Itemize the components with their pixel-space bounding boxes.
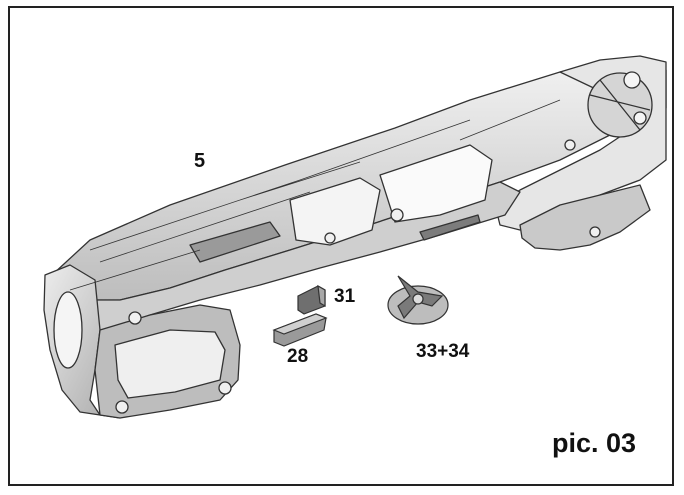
- part-31-drawing: [297, 284, 326, 315]
- rear-hub-hole: [623, 71, 641, 89]
- latch-slot: [419, 214, 481, 241]
- receiver-lower-right-block: [519, 184, 651, 251]
- screw-hole: [324, 232, 336, 244]
- part-33-34-drawing: [387, 275, 449, 325]
- figure-caption: pic. 03: [552, 428, 637, 458]
- part-label-5: 5: [194, 150, 206, 172]
- surface-contour: [69, 99, 561, 291]
- part-label-33-34: 33+34: [416, 341, 470, 362]
- screw-hole: [128, 311, 142, 325]
- rear-hub-hole: [633, 111, 647, 125]
- screw-hole: [564, 139, 576, 151]
- front-bore-opening: [53, 291, 83, 369]
- housing-cutout: [114, 329, 226, 399]
- part-label-31: 31: [334, 286, 356, 307]
- action-opening: [379, 144, 493, 223]
- receiver-part-5: [43, 55, 667, 419]
- part-28-drawing: [272, 313, 328, 347]
- part-label-28: 28: [287, 346, 309, 367]
- screw-hole: [390, 208, 404, 222]
- screw-hole: [589, 226, 601, 238]
- magazine-well-recess: [289, 177, 381, 246]
- screw-hole: [115, 400, 129, 414]
- screw-hole: [218, 381, 232, 395]
- inner-slot: [189, 221, 281, 263]
- rear-hub-spokes: [589, 79, 651, 131]
